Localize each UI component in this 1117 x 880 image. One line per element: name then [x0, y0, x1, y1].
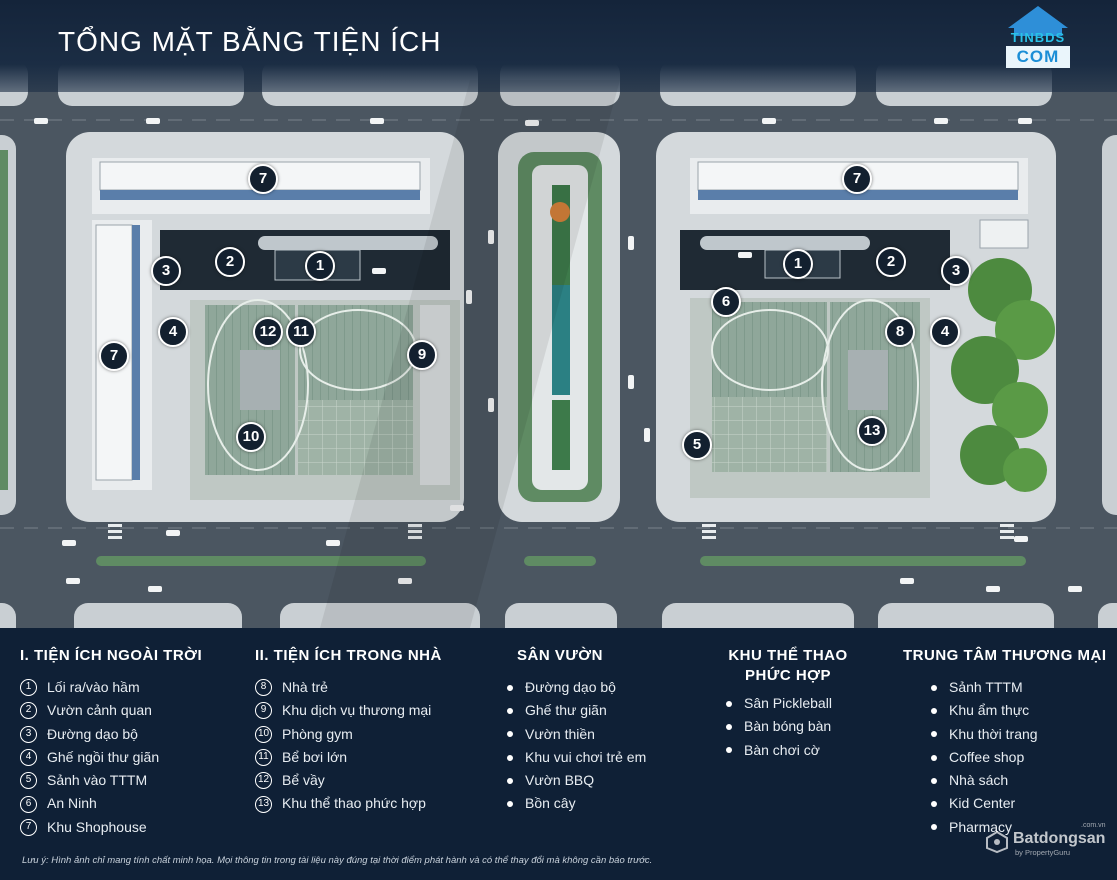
watermark-subtext: by PropertyGuru — [1015, 848, 1071, 857]
map-marker[interactable]: 1 — [783, 249, 813, 279]
map-marker[interactable]: 7 — [99, 341, 129, 371]
list-item: Khu ẩm thực — [927, 699, 1107, 722]
page-title: TỔNG MẶT BẰNG TIỆN ÍCH — [58, 26, 442, 57]
site-plan-drawing — [0, 60, 1117, 628]
logo-text-bottom: COM — [1006, 46, 1070, 68]
legend-mall: TRUNG TÂM THƯƠNG MẠI Sảnh TTTM Khu ẩm th… — [903, 646, 1107, 839]
list-item: Vườn thiền — [503, 723, 646, 746]
map-marker[interactable]: 2 — [876, 247, 906, 277]
map-marker[interactable]: 13 — [857, 416, 887, 446]
map-marker[interactable]: 4 — [930, 317, 960, 347]
map-marker[interactable]: 12 — [253, 317, 283, 347]
list-item: Coffee shop — [927, 746, 1107, 769]
list-item: Pharmacy — [927, 816, 1107, 839]
legend-mall-heading: TRUNG TÂM THƯƠNG MẠI — [903, 647, 1107, 664]
watermark-logo-icon — [986, 830, 1008, 854]
list-item: Bồn cây — [503, 792, 646, 815]
watermark-text: Batdongsan — [1013, 830, 1106, 847]
map-marker[interactable]: 10 — [236, 422, 266, 452]
map-marker[interactable]: 6 — [711, 287, 741, 317]
tinbds-logo: TINBDS COM — [1000, 6, 1075, 68]
legend-garden: SÂN VƯỜN Đường dạo bộ Ghế thư giãn Vườn … — [503, 646, 646, 816]
batdongsan-watermark: .com.vn Batdongsan by PropertyGuru — [985, 822, 1113, 860]
house-icon — [1008, 6, 1068, 28]
list-item: Bàn chơi cờ — [722, 739, 854, 762]
map-marker[interactable]: 1 — [305, 251, 335, 281]
title-band — [0, 0, 1117, 92]
map-marker[interactable]: 8 — [885, 317, 915, 347]
legend-garden-heading: SÂN VƯỜN — [517, 647, 603, 664]
map-marker[interactable]: 2 — [215, 247, 245, 277]
list-item: Sảnh TTTM — [927, 676, 1107, 699]
map-marker[interactable]: 7 — [842, 164, 872, 194]
list-item: Khu vui chơi trẻ em — [503, 746, 646, 769]
map-marker[interactable]: 3 — [941, 256, 971, 286]
logo-text-top: TINBDS — [1010, 30, 1066, 45]
map-marker[interactable]: 11 — [286, 317, 316, 347]
list-item: Vườn BBQ — [503, 769, 646, 792]
watermark-domain: .com.vn — [1081, 822, 1106, 829]
legend-outdoor-heading: I. TIỆN ÍCH NGOÀI TRỜI — [20, 647, 203, 664]
site-plan-map: TỔNG MẶT BẰNG TIỆN ÍCH TINBDS COM 7 7 7 … — [0, 0, 1117, 628]
list-item: Nhà sách — [927, 769, 1107, 792]
list-item: Ghế thư giãn — [503, 699, 646, 722]
map-marker[interactable]: 5 — [682, 430, 712, 460]
list-item: Sân Pickleball — [722, 692, 854, 715]
map-marker[interactable]: 4 — [158, 317, 188, 347]
list-item: Kid Center — [927, 792, 1107, 815]
map-marker[interactable]: 9 — [407, 340, 437, 370]
list-item: Khu thời trang — [927, 723, 1107, 746]
map-marker[interactable]: 7 — [248, 164, 278, 194]
list-item: Đường dạo bộ — [503, 676, 646, 699]
disclaimer-note: Lưu ý: Hình ảnh chỉ mang tính chất minh … — [22, 855, 653, 866]
list-item: Bàn bóng bàn — [722, 715, 854, 738]
map-marker[interactable]: 3 — [151, 256, 181, 286]
legend-indoor-heading: II. TIỆN ÍCH TRONG NHÀ — [255, 647, 442, 664]
